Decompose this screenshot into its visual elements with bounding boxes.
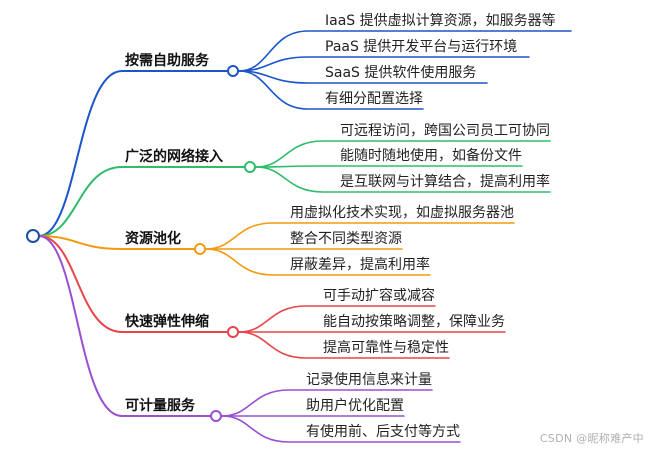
branch-node-circle[interactable] bbox=[227, 65, 239, 77]
leaf-connector bbox=[255, 140, 551, 168]
leaf-text: 整合不同类型资源 bbox=[290, 231, 402, 247]
leaf-connector bbox=[238, 331, 450, 359]
branch-title: 按需自助服务 bbox=[125, 52, 210, 69]
branch-node-circle[interactable] bbox=[210, 410, 222, 422]
leaf-text: IaaS 提供虚拟计算资源，如服务器等 bbox=[325, 12, 556, 29]
leaf-connector bbox=[255, 165, 523, 168]
leaf-connector bbox=[238, 56, 530, 72]
leaf-text: 有细分配置选择 bbox=[325, 91, 423, 107]
branch-node-circle[interactable] bbox=[244, 161, 256, 173]
root-node-circle[interactable] bbox=[26, 229, 40, 243]
branch-connector bbox=[38, 235, 195, 250]
leaf-connector bbox=[221, 389, 433, 417]
leaf-connector bbox=[205, 248, 431, 276]
leaf-text: 提高可靠性与稳定性 bbox=[323, 339, 449, 356]
leaf-connector bbox=[255, 166, 551, 193]
leaf-text: 有使用前、后支付等方式 bbox=[306, 423, 460, 440]
branch-title: 广泛的网络接入 bbox=[125, 148, 223, 165]
leaf-text: 能自动按策略调整，保障业务 bbox=[323, 313, 505, 330]
leaf-text: 是互联网与计算结合，提高利用率 bbox=[340, 173, 550, 190]
leaf-text: PaaS 提供开发平台与运行环境 bbox=[325, 39, 517, 55]
branch-connector bbox=[38, 235, 211, 417]
leaf-text: 可手动扩容或减容 bbox=[323, 287, 435, 304]
branch-connector bbox=[38, 70, 228, 237]
branch-connector bbox=[38, 235, 228, 333]
leaf-text: 用虚拟化技术实现，如虚拟服务器池 bbox=[290, 205, 514, 221]
branch-connector bbox=[38, 166, 245, 237]
leaf-connector bbox=[238, 305, 436, 333]
leaf-connector bbox=[238, 70, 424, 110]
branch-node-circle[interactable] bbox=[194, 243, 206, 255]
leaf-text: 能随时随地使用，如备份文件 bbox=[340, 147, 522, 164]
leaf-connector bbox=[238, 30, 572, 72]
watermark: CSDN @昵称难产中 bbox=[539, 432, 644, 445]
leaf-text: 屏蔽差异，提高利用率 bbox=[290, 256, 430, 273]
leaf-connector bbox=[238, 70, 488, 84]
leaf-text: 记录使用信息来计量 bbox=[306, 371, 432, 388]
leaf-connector bbox=[205, 222, 515, 250]
leaf-text: SaaS 提供软件使用服务 bbox=[325, 64, 476, 81]
mindmap-edges bbox=[38, 30, 572, 443]
leaf-text: 助用户优化配置 bbox=[306, 397, 404, 414]
branch-title: 可计量服务 bbox=[125, 397, 196, 414]
branch-title: 快速弹性伸缩 bbox=[125, 313, 209, 330]
leaf-connector bbox=[221, 415, 461, 443]
mindmap-nodes: 按需自助服务 IaaS 提供虚拟计算资源，如服务器等 PaaS 提供开发平台与运行环… bbox=[26, 12, 556, 440]
leaf-text: 可远程访问，跨国公司员工可协同 bbox=[340, 123, 550, 139]
branch-node-circle[interactable] bbox=[227, 326, 239, 338]
branch-title: 资源池化 bbox=[125, 230, 181, 247]
